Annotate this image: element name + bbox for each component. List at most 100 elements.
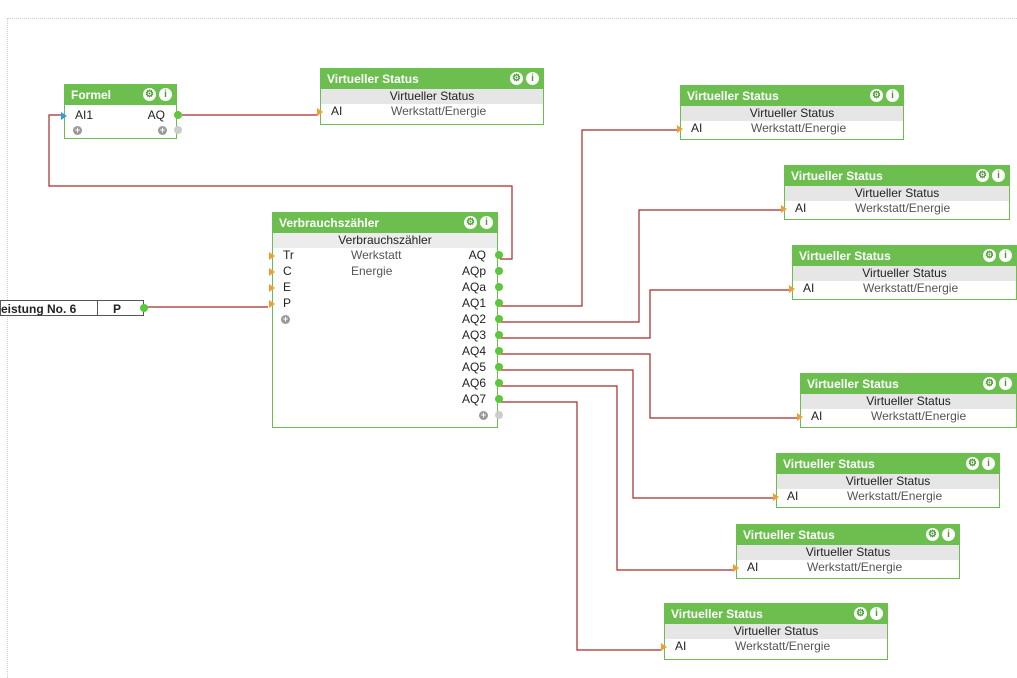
vs-input-port[interactable] (789, 285, 795, 293)
vz-output-port-aqp[interactable] (495, 267, 503, 275)
vz-input-port-e[interactable] (269, 284, 275, 292)
vz-row-6: AQ4 (273, 344, 503, 359)
virtual-status-block[interactable]: Virtueller Status⚙i Virtueller Status AI… (317, 68, 544, 125)
gear-icon[interactable]: ⚙ (983, 377, 996, 390)
formel-header[interactable]: Formel ⚙i (65, 85, 176, 105)
plus-icon[interactable]: + (73, 125, 82, 135)
vs-input-value: Werkstatt/Energie (735, 639, 831, 653)
canvas-area (7, 18, 1017, 678)
gear-icon[interactable]: ⚙ (510, 72, 523, 85)
vs-input-label: AI (795, 201, 807, 215)
vz-output-port-aqa[interactable] (495, 283, 503, 291)
vs-input-port[interactable] (733, 564, 739, 572)
verbrauchszaehler-ports: Tr Werkstatt AQ C Energie AQp E AQa P AQ… (269, 248, 503, 420)
info-icon[interactable]: i (159, 88, 172, 101)
info-icon[interactable]: i (886, 89, 899, 102)
vs-header[interactable]: Virtueller Status⚙i (801, 374, 1016, 394)
vs-subtitle: Virtueller Status (777, 474, 999, 489)
vz-output-port-aq[interactable] (495, 251, 503, 259)
vs-header[interactable]: Virtueller Status ⚙i (793, 246, 1016, 266)
virtual-status-block[interactable]: Virtueller Status ⚙i Virtueller Status AI… (733, 524, 960, 579)
info-icon[interactable]: i (480, 216, 493, 229)
vz-input-tr-value: Werkstatt (351, 248, 402, 262)
vs-title: Virtueller Status (791, 169, 883, 183)
vs-header[interactable]: Virtueller Status⚙i (777, 454, 999, 474)
vs-header[interactable]: Virtueller Status⚙i (321, 69, 543, 89)
plus-icon[interactable]: + (158, 125, 167, 135)
vz-row-9: AQ7 (273, 392, 503, 407)
wire-aq4 (500, 353, 798, 419)
vz-output-aq6: AQ6 (461, 376, 486, 390)
leistung-block[interactable]: eistung No. 6 P (0, 300, 148, 316)
leistung-output-port[interactable] (140, 304, 148, 312)
virtual-status-block[interactable]: Virtueller Status ⚙i Virtueller Status AI… (781, 165, 1010, 220)
vs-input-label: AI (803, 281, 815, 295)
vs-subtitle: Virtueller Status (793, 266, 1016, 281)
virtual-status-block[interactable]: Virtueller Status ⚙i Virtueller Status AI… (789, 245, 1017, 300)
formel-title: Formel (71, 88, 112, 102)
vs-header[interactable]: Virtueller Status⚙i (681, 86, 903, 106)
plus-icon[interactable]: + (479, 410, 488, 420)
virtual-status-block[interactable]: Virtueller Status⚙i Virtueller Status AI… (773, 453, 1000, 508)
vs-header[interactable]: Virtueller Status ⚙i (785, 166, 1009, 186)
vs-header[interactable]: Virtueller Status⚙i (665, 604, 887, 624)
info-icon[interactable]: i (999, 377, 1012, 390)
vz-input-port-tr[interactable] (269, 252, 275, 260)
gear-icon[interactable]: ⚙ (464, 216, 477, 229)
virtual-status-block[interactable]: Virtueller Status⚙i Virtueller Status AI… (797, 373, 1017, 428)
vz-output-port-aq7[interactable] (495, 395, 503, 403)
formel-input-label: AI1 (75, 108, 94, 122)
vs-title: Virtueller Status (799, 249, 891, 263)
vz-output-port-aq2[interactable] (495, 315, 503, 323)
formel-block[interactable]: Formel ⚙i AI1 AQ + + (61, 84, 182, 139)
vs-input-port[interactable] (781, 205, 787, 213)
gear-icon[interactable]: ⚙ (926, 528, 939, 541)
vz-output-port-aq6[interactable] (495, 379, 503, 387)
vs-subtitle: Virtueller Status (737, 545, 959, 560)
vz-output-aq: AQ (468, 248, 486, 262)
vs-input-port[interactable] (773, 493, 779, 501)
vz-row-5: AQ3 (273, 328, 503, 343)
vz-output-aqa: AQa (461, 280, 486, 294)
vz-output-port-aq1[interactable] (495, 299, 503, 307)
virtual-status-block[interactable]: Virtueller Status⚙i Virtueller Status AI… (677, 85, 904, 140)
vz-input-port-c[interactable] (269, 268, 275, 276)
info-icon[interactable]: i (942, 528, 955, 541)
vz-output-port-aq5[interactable] (495, 363, 503, 371)
vs-input-port[interactable] (797, 413, 803, 421)
gear-icon[interactable]: ⚙ (870, 89, 883, 102)
info-icon[interactable]: i (999, 249, 1012, 262)
virtual-status-block[interactable]: Virtueller Status⚙i Virtueller Status AI… (661, 603, 888, 660)
info-icon[interactable]: i (870, 607, 883, 620)
verbrauchszaehler-block[interactable]: Verbrauchszähler ⚙i Verbrauchszähler Tr … (269, 212, 503, 428)
plus-icon[interactable]: + (281, 314, 290, 324)
gear-icon[interactable]: ⚙ (854, 607, 867, 620)
vs-header[interactable]: Virtueller Status ⚙i (737, 525, 959, 545)
vz-input-c-value: Energie (351, 264, 393, 278)
vz-output-port-aq3[interactable] (495, 331, 503, 339)
info-icon[interactable]: i (992, 169, 1005, 182)
gear-icon[interactable]: ⚙ (966, 457, 979, 470)
vz-input-p: P (283, 296, 292, 310)
wire-aq5 (500, 369, 774, 499)
vs-input-port[interactable] (677, 125, 683, 133)
leistung-output-label: P (113, 302, 122, 316)
formel-input-port[interactable] (61, 112, 67, 120)
vz-row-3: P AQ1 (269, 296, 503, 311)
vs-input-port[interactable] (317, 108, 323, 116)
vz-output-aq7: AQ7 (461, 392, 486, 406)
gear-icon[interactable]: ⚙ (143, 88, 156, 101)
vs-input-port[interactable] (661, 643, 667, 651)
formel-output-port[interactable] (174, 111, 182, 119)
verbrauchszaehler-header[interactable]: Verbrauchszähler ⚙i (273, 213, 497, 233)
vz-input-port-p[interactable] (269, 300, 275, 308)
vz-output-port-aq4[interactable] (495, 347, 503, 355)
info-icon[interactable]: i (982, 457, 995, 470)
info-icon[interactable]: i (526, 72, 539, 85)
gear-icon[interactable]: ⚙ (976, 169, 989, 182)
vs-title: Virtueller Status (743, 528, 835, 542)
gear-icon[interactable]: ⚙ (983, 249, 996, 262)
